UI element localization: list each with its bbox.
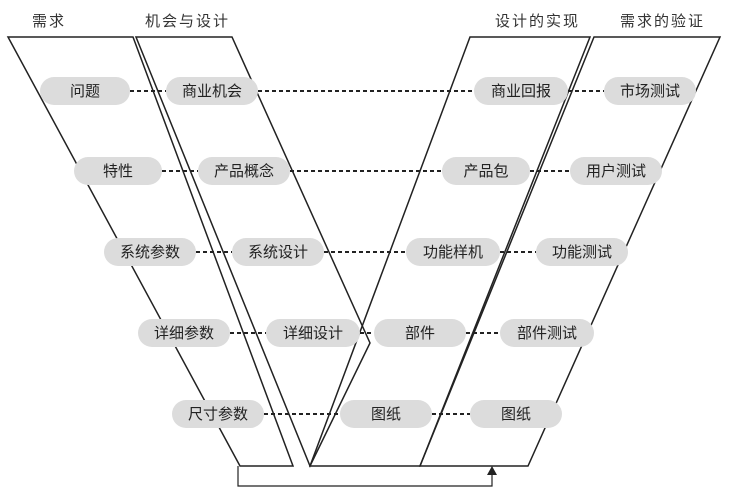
header-requirements: 需求 bbox=[32, 12, 67, 30]
realization-band bbox=[308, 36, 592, 467]
verification-pill: 功能测试 bbox=[536, 238, 628, 266]
realization-pill: 产品包 bbox=[442, 157, 530, 185]
realization-pill: 图纸 bbox=[340, 400, 432, 428]
requirement-pill: 特性 bbox=[74, 157, 162, 185]
design-pill: 产品概念 bbox=[198, 157, 290, 185]
requirement-pill: 问题 bbox=[40, 77, 130, 105]
design-pill: 详细设计 bbox=[266, 319, 360, 347]
design-pill: 商业机会 bbox=[166, 77, 258, 105]
header-design-realization: 设计的实现 bbox=[495, 12, 581, 30]
realization-pill: 部件 bbox=[374, 319, 466, 347]
verification-pill: 用户测试 bbox=[570, 157, 662, 185]
header-requirement-verification: 需求的验证 bbox=[620, 12, 706, 30]
feedback-arrow-head bbox=[487, 466, 497, 475]
requirement-pill: 系统参数 bbox=[104, 238, 196, 266]
realization-pill: 功能样机 bbox=[406, 238, 500, 266]
requirement-pill: 详细参数 bbox=[138, 319, 230, 347]
row-connectors bbox=[130, 90, 604, 415]
design-pill: 系统设计 bbox=[232, 238, 324, 266]
realization-pill: 商业回报 bbox=[474, 77, 568, 105]
requirement-pill: 尺寸参数 bbox=[172, 400, 264, 428]
verification-pill: 图纸 bbox=[470, 400, 562, 428]
header-opportunity-design: 机会与设计 bbox=[145, 12, 231, 30]
verification-pill: 部件测试 bbox=[500, 319, 594, 347]
feedback-arrow-line bbox=[237, 466, 493, 487]
design-band bbox=[134, 36, 371, 468]
verification-pill: 市场测试 bbox=[604, 77, 696, 105]
